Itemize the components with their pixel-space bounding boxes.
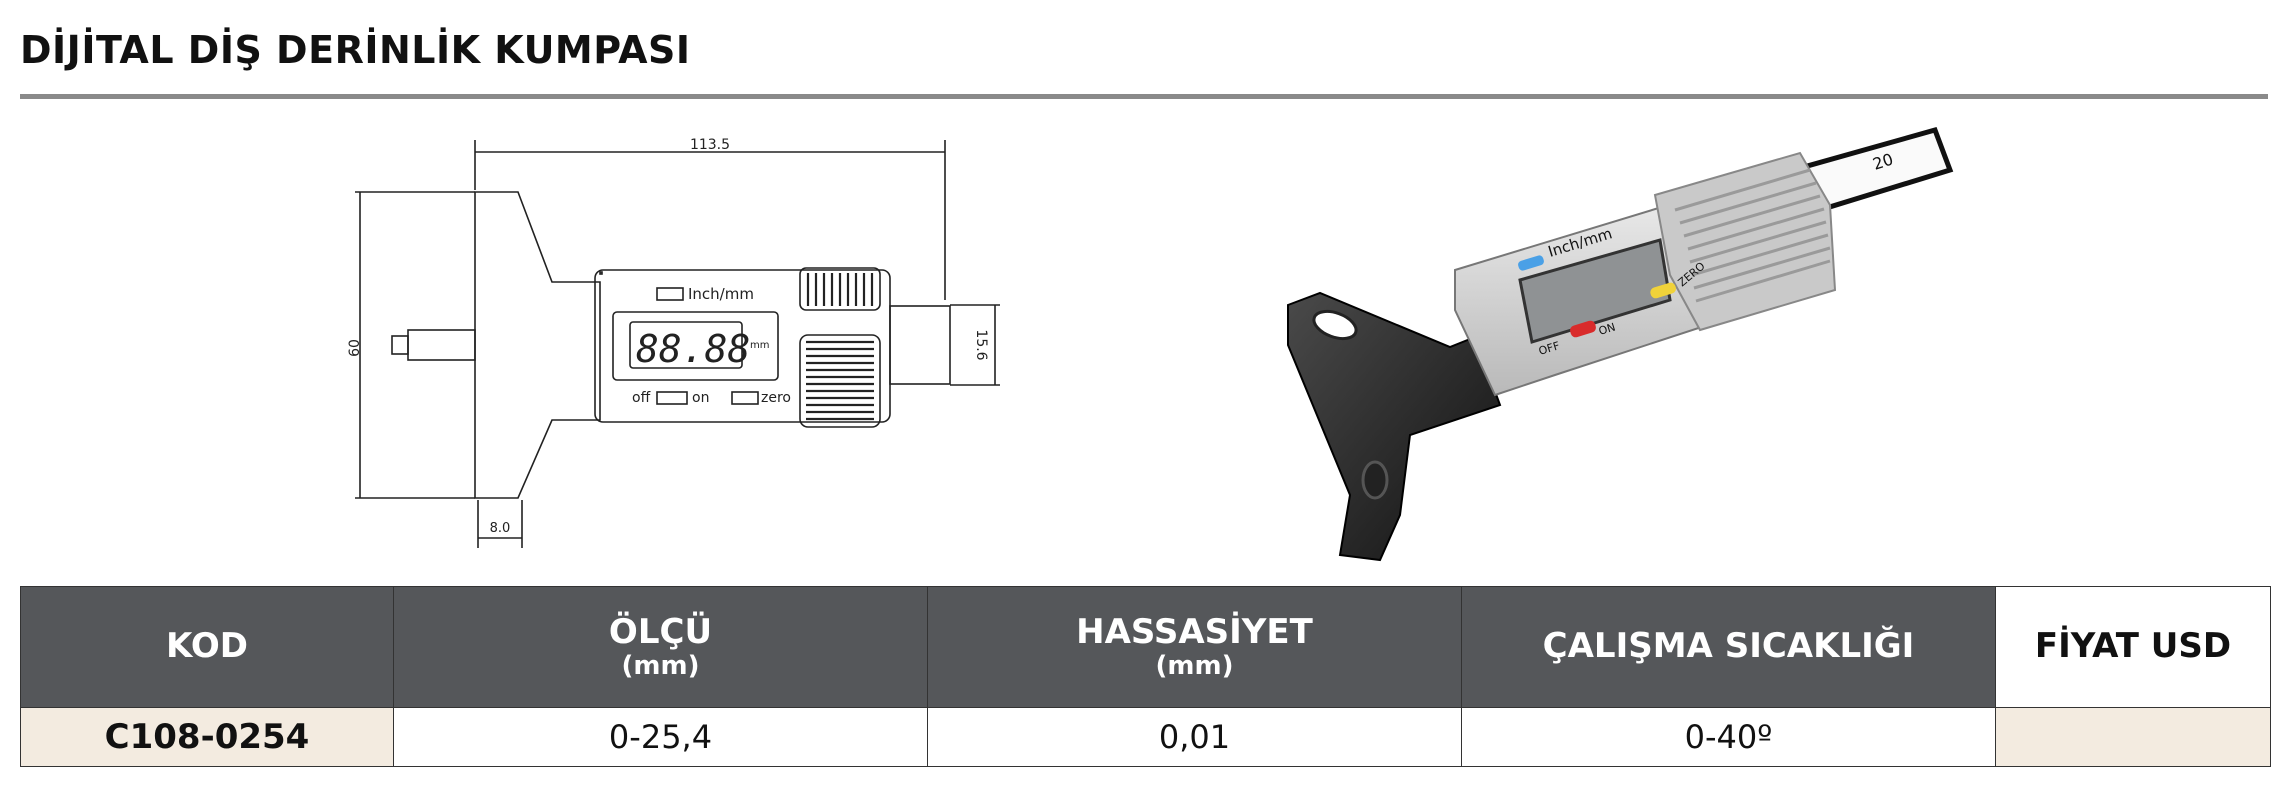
page-title: DİJİTAL DİŞ DERİNLİK KUMPASI <box>20 28 691 72</box>
drawing-on-label: on <box>692 390 709 406</box>
photo-off-label: OFF <box>1537 339 1561 358</box>
cell-sicaklik: 0-40º <box>1461 707 1996 767</box>
cell-kod: C108-0254 <box>20 707 394 767</box>
product-photo: 10 20 Inch/mm OFF ON ZERO <box>1287 126 1954 562</box>
header-olcu: ÖLÇÜ (mm) <box>393 586 928 708</box>
dim-right: 15.6 <box>973 329 989 360</box>
drawing-off-label: off <box>632 390 651 406</box>
header-olcu-label: ÖLÇÜ <box>608 611 713 652</box>
dim-base: 8.0 <box>490 521 511 536</box>
drawing-display-value: 88.88 <box>636 327 750 371</box>
spec-table: KOD ÖLÇÜ (mm) HASSASİYET (mm) ÇALIŞMA SI… <box>20 586 2271 767</box>
header-kod: KOD <box>20 586 394 708</box>
photo-lcd <box>1518 238 1672 344</box>
header-hassasiyet: HASSASİYET (mm) <box>927 586 1462 708</box>
header-hassasiyet-label: HASSASİYET <box>1076 611 1313 652</box>
dim-height: 60 <box>347 339 363 357</box>
black-base <box>1287 291 1502 562</box>
table-header-row: KOD ÖLÇÜ (mm) HASSASİYET (mm) ÇALIŞMA SI… <box>20 586 2271 708</box>
header-olcu-unit: (mm) <box>621 650 700 681</box>
technical-drawing: 113.5 60 15.6 8.0 Inch/mm 88.88 mm off o… <box>347 137 1000 548</box>
cell-hassasiyet: 0,01 <box>927 707 1462 767</box>
header-sicaklik: ÇALIŞMA SICAKLIĞI <box>1461 586 1996 708</box>
photo-on-label: ON <box>1597 320 1617 337</box>
header-fiyat: FİYAT USD <box>1995 586 2271 708</box>
red-on-off-button <box>1570 320 1596 338</box>
cell-olcu: 0-25,4 <box>393 707 928 767</box>
cell-fiyat <box>1995 707 2271 767</box>
table-row: C108-0254 0-25,4 0,01 0-40º <box>20 707 2271 767</box>
blue-inch-mm-button <box>1518 255 1544 271</box>
title-divider <box>20 94 2268 99</box>
dim-length: 113.5 <box>690 137 730 153</box>
yellow-zero-button <box>1650 282 1676 299</box>
drawing-inch-mm-label: Inch/mm <box>688 285 754 303</box>
drawing-zero-label: zero <box>761 390 791 406</box>
header-hassasiyet-unit: (mm) <box>1155 650 1234 681</box>
drawing-display-unit: mm <box>750 340 769 351</box>
